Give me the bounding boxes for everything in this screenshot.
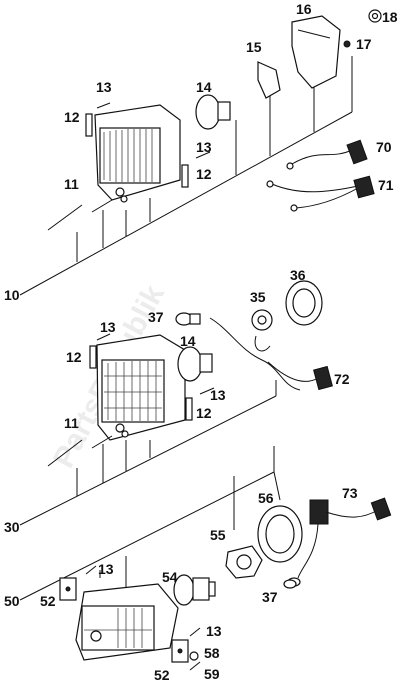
bracket-15 [257, 61, 281, 99]
callout-73: 73 [342, 485, 358, 501]
callout-14-b: 14 [180, 333, 196, 349]
socket-55 [225, 545, 263, 579]
bracket-52-left [59, 577, 77, 601]
group-label-30: 30 [4, 519, 20, 535]
callout-35: 35 [250, 289, 266, 305]
harness-71 [266, 175, 375, 212]
screw-17 [343, 40, 351, 48]
harness-72 [267, 361, 333, 391]
bulb-37-middle [175, 312, 201, 326]
callout-70: 70 [376, 139, 392, 155]
callout-13-b: 13 [196, 139, 212, 155]
nut-18 [368, 9, 382, 23]
callout-11-a: 11 [64, 176, 79, 192]
callout-37-b: 37 [262, 589, 278, 605]
callout-13-d: 13 [210, 387, 226, 403]
callout-13-c: 13 [100, 319, 116, 335]
callout-11-b: 11 [64, 415, 79, 431]
callout-12-d: 12 [196, 405, 212, 421]
cover-16 [291, 15, 341, 89]
callout-12-a: 12 [64, 109, 80, 125]
ring-56 [257, 505, 303, 563]
screws-upper [47, 102, 211, 231]
harness-70 [286, 139, 368, 170]
callout-37-a: 37 [148, 309, 164, 325]
callout-55: 55 [210, 527, 226, 543]
screws-middle [47, 333, 215, 467]
headlight-unit-upper [85, 104, 189, 201]
callout-17: 17 [356, 36, 372, 52]
callout-13-f: 13 [206, 623, 222, 639]
bulb-37-lower [283, 579, 297, 589]
callout-58: 58 [204, 645, 220, 661]
callout-14-a: 14 [196, 79, 212, 95]
harness-73 [287, 497, 392, 587]
callout-36: 36 [290, 267, 306, 283]
ring-36 [285, 280, 323, 326]
bulb-54 [173, 574, 216, 606]
callout-59: 59 [204, 666, 220, 682]
callout-15: 15 [246, 39, 262, 55]
callout-18: 18 [382, 9, 398, 25]
headlight-unit-lower [75, 583, 179, 661]
group-label-50: 50 [4, 593, 20, 609]
callout-52-b: 52 [154, 667, 170, 683]
headlight-unit-middle [89, 334, 193, 441]
screws-lower [85, 565, 201, 671]
callout-12-c: 12 [66, 349, 82, 365]
callout-16: 16 [296, 1, 312, 17]
callout-52-a: 52 [40, 593, 56, 609]
socket-35 [209, 309, 301, 391]
bracket-52-right [171, 639, 189, 663]
bulb-14-upper [195, 94, 231, 130]
assembly-lines [19, 56, 353, 601]
callout-72: 72 [334, 371, 350, 387]
callout-56: 56 [258, 490, 274, 506]
callout-13-a: 13 [96, 79, 112, 95]
callout-71: 71 [378, 177, 394, 193]
callout-54: 54 [162, 569, 178, 585]
callout-labels: 10 30 50 18 16 17 15 13 14 12 13 70 12 1… [4, 1, 398, 683]
bulb-14-middle [177, 346, 213, 382]
callout-12-b: 12 [196, 166, 212, 182]
callout-13-e: 13 [98, 561, 114, 577]
group-label-10: 10 [4, 287, 20, 303]
